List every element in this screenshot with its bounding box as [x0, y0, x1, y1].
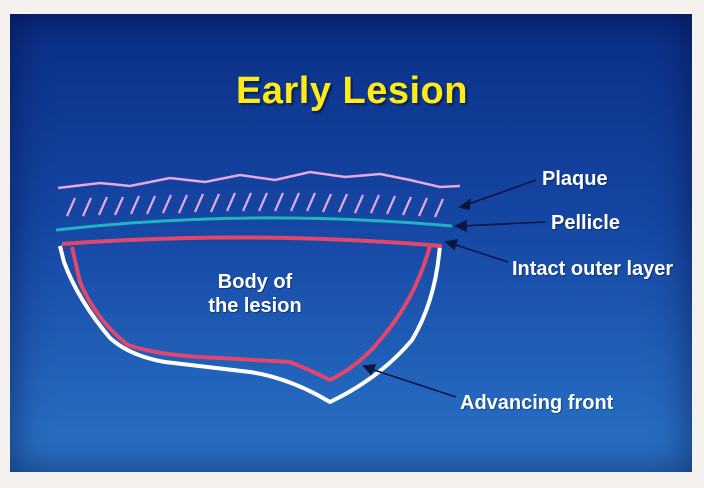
plaque-arrow-head: [460, 200, 470, 209]
plaque-line: [58, 172, 460, 188]
label-advancing-front: Advancing front: [460, 392, 613, 415]
pellicle-line: [56, 218, 452, 230]
label-intact-outer-layer: Intact outer layer: [512, 258, 673, 281]
intact-layer-arrow: [450, 243, 508, 262]
label-body-line1: Body of: [195, 270, 315, 294]
advancing-front-arrow: [368, 368, 456, 397]
label-plaque: Plaque: [542, 168, 608, 191]
intact-outer-layer-line: [62, 237, 442, 246]
intact-layer-arrow-head: [446, 240, 457, 249]
pointer-arrows: [364, 180, 545, 397]
label-body-of-lesion: Body of the lesion: [195, 270, 315, 318]
lesion-outer-boundary: [60, 244, 440, 402]
pellicle-arrow-head: [456, 221, 466, 231]
plaque-hatching: [67, 193, 443, 217]
advancing-front-arrow-head: [364, 365, 375, 374]
label-body-line2: the lesion: [195, 294, 315, 318]
plaque-arrow: [463, 180, 536, 206]
pellicle-arrow: [460, 222, 545, 226]
label-pellicle: Pellicle: [551, 212, 620, 235]
